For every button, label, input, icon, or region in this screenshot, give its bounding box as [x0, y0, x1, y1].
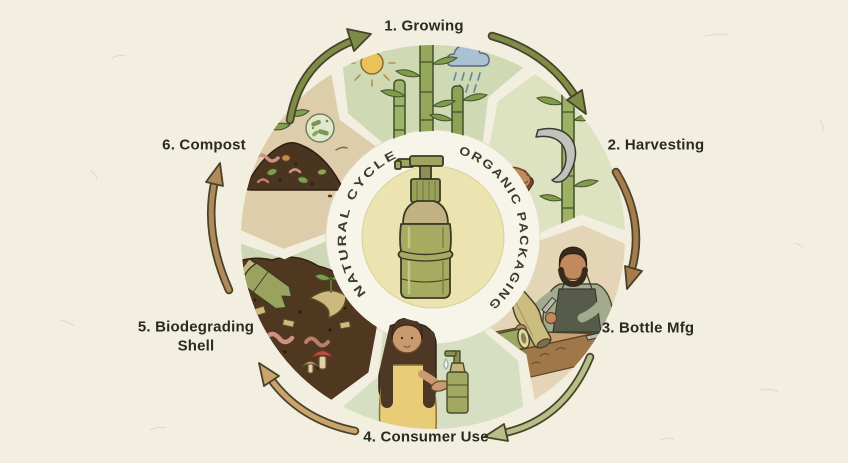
wedge-harvesting: [489, 74, 625, 234]
arrow-bottlemfg-to-consumer-icon: [483, 352, 595, 442]
arrow-consumer-to-biodegrading-icon: [258, 362, 360, 436]
paper-texture: [59, 33, 824, 441]
bamboo-pump-bottle-icon: [394, 155, 454, 299]
hand-icon: [544, 311, 558, 325]
worm-icon: [263, 331, 330, 348]
stage-label-compost: 6. Compost: [162, 136, 246, 154]
arrow-harvesting-to-bottlemfg-icon: [611, 167, 643, 290]
arrow-biodegrading-to-compost-icon: [205, 162, 234, 295]
liquid-drop-icon: [443, 358, 449, 370]
twig: [335, 146, 348, 151]
stage-label-bottle-mfg: 3. Bottle Mfg: [601, 319, 695, 337]
pump-bottle-icon: [444, 350, 469, 414]
arrow-growing-to-harvesting-icon: [487, 31, 587, 115]
cycle-arrows: [205, 28, 643, 442]
consumer-woman: [378, 317, 450, 429]
stage-label-growing: 1. Growing: [384, 17, 464, 35]
chisel-icon: [541, 296, 557, 314]
compost-contents: [256, 154, 327, 186]
microbes-icon: [305, 113, 335, 143]
woman-using-pump-bottle-icon: [378, 317, 469, 429]
mushroom-icon: [302, 349, 335, 374]
sickle-icon: [535, 127, 577, 183]
shell-fragment: [309, 289, 347, 319]
stage-label-harvesting: 2. Harvesting: [607, 136, 705, 154]
arrow-compost-to-growing-icon: [285, 28, 372, 125]
compost-pile-icon: [241, 109, 348, 198]
bamboo-sun-rain-icon: [348, 45, 490, 144]
bamboo-icon: [379, 45, 489, 144]
compost-mound: [244, 142, 343, 191]
stage-label-consumer-use: 4. Consumer Use: [363, 428, 489, 446]
stage-label-biodegrading: 5. Biodegrading Shell: [137, 318, 255, 354]
